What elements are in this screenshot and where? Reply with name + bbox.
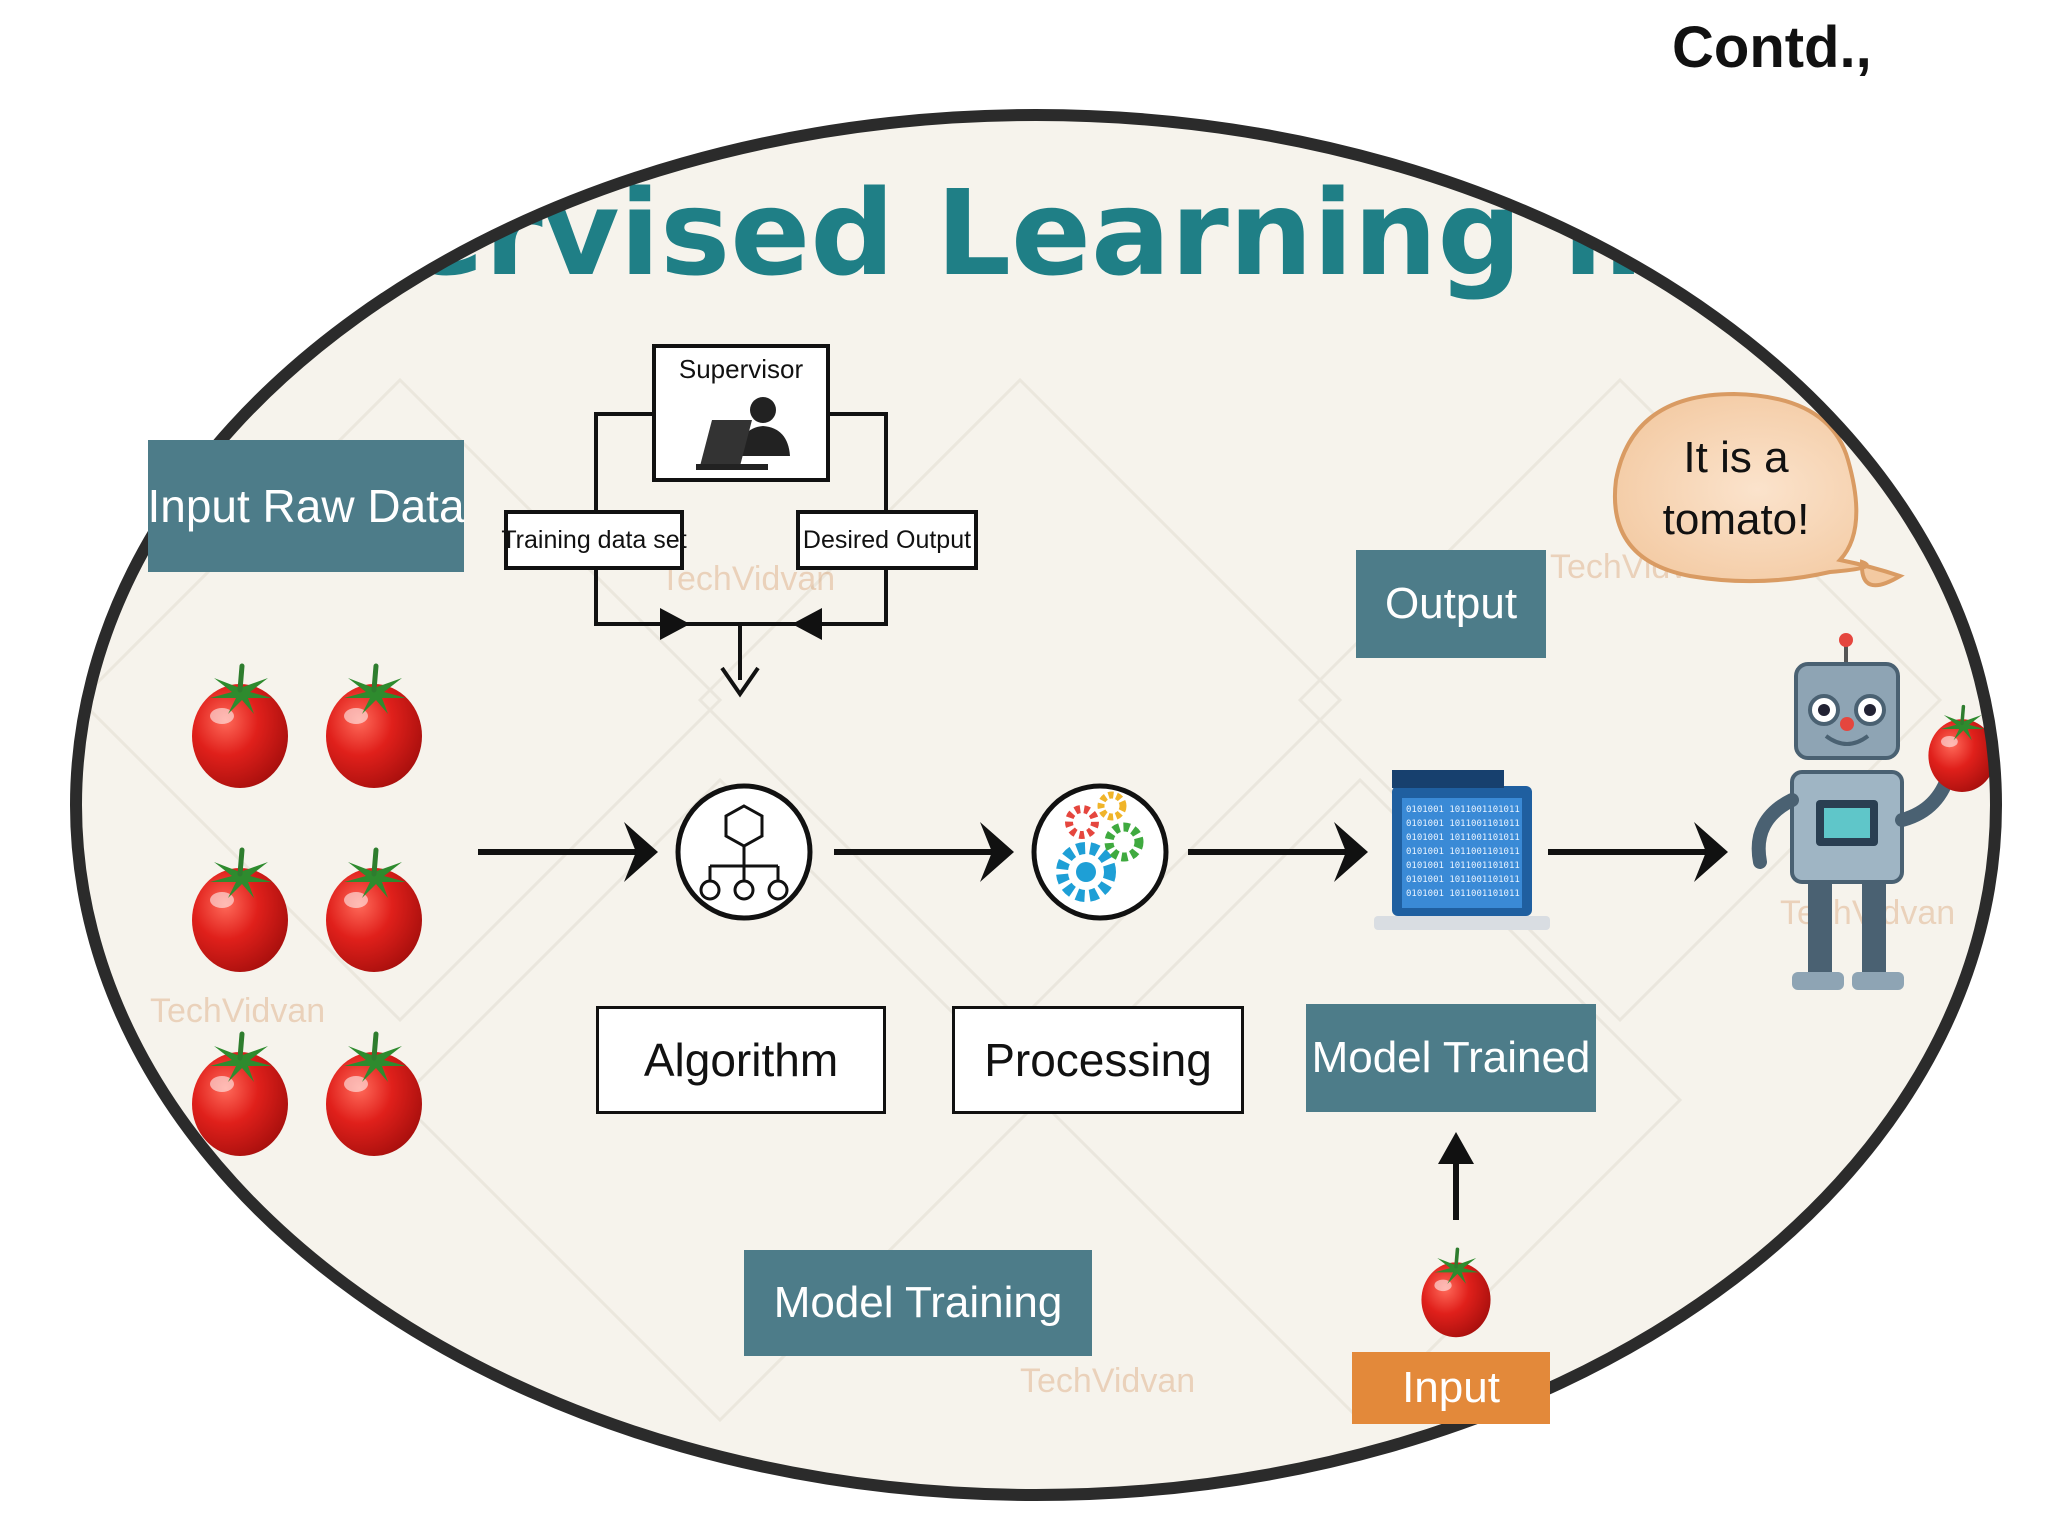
flow-arrows [478, 849, 1710, 1220]
gears-icon [1031, 783, 1169, 921]
binary-text: 0101001 1011001101011 [1406, 805, 1520, 815]
watermark-5: TechVidvan [1020, 1362, 1195, 1400]
desired-output-label: Desired Output [803, 526, 971, 554]
desired-output-box [796, 510, 978, 570]
binary-text: 0101001 1011001101011 [1406, 875, 1520, 885]
binary-text: 0101001 1011001101011 [1406, 861, 1520, 871]
processing-box: Processing [952, 1006, 1244, 1114]
input-label: Input [1402, 1363, 1500, 1412]
ellipse-frame [70, 109, 2002, 1501]
model-trained-box: Model Trained [1306, 1004, 1596, 1112]
speech-line-1: It is a [1683, 433, 1789, 482]
algorithm-label: Algorithm [643, 1034, 839, 1086]
ellipse-background [76, 115, 1996, 1495]
network-hierarchy-icon [675, 783, 813, 921]
processing-label: Processing [984, 1034, 1212, 1086]
training-data-set-box [504, 510, 684, 570]
supervisor-label: Supervisor [679, 354, 804, 384]
binary-text: 0101001 1011001101011 [1406, 847, 1520, 857]
binary-text: 0101001 1011001101011 [1406, 833, 1520, 843]
input-raw-data-box: Input Raw Data [147, 440, 465, 572]
speech-bubble: It is a tomato! [1613, 391, 1905, 588]
input-box: Input [1352, 1352, 1550, 1424]
binary-text: 0101001 1011001101011 [1406, 889, 1520, 899]
model-trained-label: Model Trained [1311, 1033, 1591, 1082]
model-training-label: Model Training [773, 1278, 1063, 1327]
input-raw-data-label: Input Raw Data [147, 480, 465, 532]
supervisor-icon [696, 397, 790, 470]
watermark-1: TechVidvan [150, 992, 325, 1030]
output-box: Output [1356, 550, 1546, 658]
slide-heading: Contd., [1672, 15, 1872, 80]
training-data-set-label: Training data set [501, 526, 686, 554]
model-training-box: Model Training [744, 1250, 1092, 1356]
output-label: Output [1384, 579, 1518, 628]
speech-line-2: tomato! [1663, 495, 1810, 544]
binary-text: 0101001 1011001101011 [1406, 819, 1520, 829]
algorithm-box: Algorithm [596, 1006, 886, 1114]
robot-icon [1751, 633, 1957, 990]
laptop-binary-icon: 0101001 1011001101011 0101001 1011001101… [1374, 770, 1550, 930]
